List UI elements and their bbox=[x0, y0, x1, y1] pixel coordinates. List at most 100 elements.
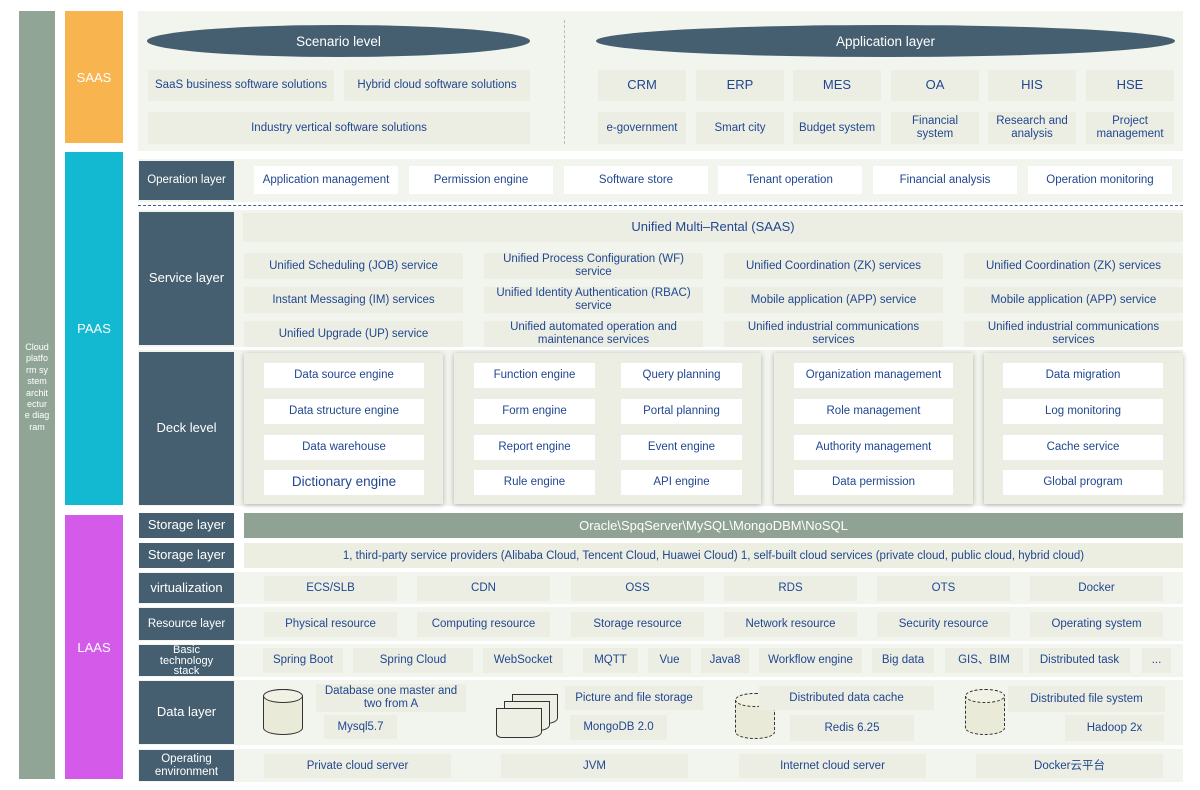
service-item: Unified industrial communications servic… bbox=[964, 321, 1183, 347]
saas-divider bbox=[564, 20, 565, 144]
service-item: Unified Identity Authentication (RBAC) s… bbox=[484, 287, 703, 313]
resource-item-label: Physical resource bbox=[285, 618, 376, 631]
tech-stack-item-label: Java8 bbox=[709, 654, 741, 667]
operating-env-item: Private cloud server bbox=[264, 754, 451, 778]
tech-stack-item: Spring Boot bbox=[263, 648, 343, 673]
deck-item-label: Data warehouse bbox=[302, 441, 386, 454]
operating-env-item: Docker云平台 bbox=[976, 754, 1163, 778]
tech-stack-item-label: ... bbox=[1151, 654, 1162, 667]
virtualization-label: virtualization bbox=[139, 573, 234, 603]
data-layer-item-label: Distributed data cache bbox=[789, 691, 904, 704]
scenario-item-label: SaaS business software solutions bbox=[155, 79, 327, 92]
data-layer-item: Distributed file system bbox=[1008, 686, 1165, 712]
data-layer-item: Hadoop 2x bbox=[1065, 715, 1164, 741]
application-item: e-government bbox=[598, 112, 686, 144]
deck-item: Dictionary engine bbox=[264, 470, 424, 495]
service-item: Unified Process Configuration (WF) servi… bbox=[484, 253, 703, 279]
tier-paas-label: PAAS bbox=[77, 321, 111, 336]
service-item-label: Unified Identity Authentication (RBAC) s… bbox=[496, 287, 691, 312]
operation-item-label: Operation monitoring bbox=[1046, 173, 1154, 186]
tech-stack-item-label: WebSocket bbox=[493, 654, 553, 667]
virtualization-label-text: virtualization bbox=[150, 579, 223, 595]
application-item: OA bbox=[891, 70, 979, 101]
resource-item: Network resource bbox=[724, 612, 857, 637]
service-item-label: Unified automated operation and maintena… bbox=[510, 321, 677, 346]
deck-item-label: Rule engine bbox=[503, 476, 566, 489]
deck-item: Role management bbox=[794, 399, 953, 424]
operating-env-label-text: Operating environment bbox=[154, 752, 219, 778]
side-title-line: archit bbox=[25, 387, 48, 398]
service-item-label: Unified Scheduling (JOB) service bbox=[269, 259, 438, 272]
tier-laas-label: LAAS bbox=[77, 639, 111, 655]
distributed-storage-icon bbox=[964, 688, 1005, 735]
service-item: Mobile application (APP) service bbox=[724, 287, 943, 313]
deck-item-label: Cache service bbox=[1046, 441, 1120, 454]
tech-stack-item: GIS、BIM bbox=[945, 648, 1023, 673]
data-layer-label-text: Data layer bbox=[156, 704, 217, 720]
side-title-line: e diag bbox=[24, 410, 50, 421]
operation-layer-label-text: Operation layer bbox=[147, 174, 226, 187]
service-item: Unified Upgrade (UP) service bbox=[244, 321, 463, 347]
deck-item: Report engine bbox=[474, 435, 595, 460]
deck-item-label: Report engine bbox=[498, 441, 571, 454]
operating-env-item-label: Docker云平台 bbox=[1034, 759, 1105, 772]
resource-item: Physical resource bbox=[264, 612, 397, 637]
deck-item: Log monitoring bbox=[1003, 399, 1163, 424]
deck-item: Query planning bbox=[621, 363, 742, 388]
application-item: Smart city bbox=[696, 112, 784, 144]
resource-item-label: Computing resource bbox=[431, 618, 536, 631]
tech-stack-label-text: Basic technology stack bbox=[159, 645, 214, 676]
deck-item-label: Event engine bbox=[647, 441, 716, 454]
tech-stack-item-label: Big data bbox=[881, 654, 925, 667]
service-item: Unified Coordination (ZK) services bbox=[724, 253, 943, 279]
application-item-label: HSE bbox=[1116, 77, 1144, 93]
side-title-line: rm sy bbox=[26, 364, 48, 375]
application-item: Project management bbox=[1086, 112, 1174, 144]
resource-layer-label: Resource layer bbox=[139, 608, 234, 640]
paas-dashed-divider bbox=[138, 205, 1183, 206]
operation-item: Tenant operation bbox=[718, 166, 862, 194]
resource-item-label: Operating system bbox=[1051, 618, 1142, 631]
side-title-line: stem bbox=[27, 376, 47, 387]
storage-layer-label: Storage layer bbox=[139, 513, 234, 538]
service-item-label: Unified industrial communications servic… bbox=[747, 321, 920, 346]
application-item: HSE bbox=[1086, 70, 1174, 101]
storage-db-bar: Oracle\SpqServer\MySQL\MongoDBM\NoSQL bbox=[244, 513, 1183, 538]
deck-item-label: API engine bbox=[653, 476, 710, 489]
virtualization-item: OTS bbox=[877, 576, 1010, 601]
tier-saas-label: SAAS bbox=[76, 69, 112, 85]
tech-stack-item-label: Spring Cloud bbox=[379, 654, 447, 667]
deck-item: Global program bbox=[1003, 470, 1163, 495]
operation-item: Software store bbox=[564, 166, 708, 194]
virtualization-item-label: RDS bbox=[778, 582, 803, 595]
deck-item: Form engine bbox=[474, 399, 595, 424]
deck-item-label: Log monitoring bbox=[1044, 405, 1122, 418]
tier-saas: SAAS bbox=[65, 11, 123, 143]
file-sheet-icon bbox=[496, 708, 542, 738]
tech-stack-item-label: GIS、BIM bbox=[958, 654, 1010, 667]
data-layer-item-label: Database one master and two from A bbox=[324, 685, 458, 710]
deck-item-label: Function engine bbox=[493, 369, 576, 382]
service-item: Unified Coordination (ZK) services bbox=[964, 253, 1183, 279]
deck-level-label: Deck level bbox=[139, 352, 234, 505]
deck-item-label: Form engine bbox=[502, 405, 567, 418]
deck-item: Data structure engine bbox=[264, 399, 424, 424]
virtualization-item-label: OTS bbox=[931, 582, 956, 595]
data-layer-item: Distributed data cache bbox=[759, 686, 934, 710]
virtualization-item-label: Docker bbox=[1078, 582, 1115, 595]
virtualization-item-label: ECS/SLB bbox=[306, 582, 355, 595]
scenario-item: Industry vertical software solutions bbox=[148, 112, 530, 144]
deck-item: API engine bbox=[621, 470, 742, 495]
data-layer-item-label: Mysql5.7 bbox=[337, 720, 384, 733]
operation-item-label: Application management bbox=[262, 173, 390, 186]
application-item-label: CRM bbox=[627, 77, 657, 93]
resource-item: Computing resource bbox=[417, 612, 550, 637]
deck-item: Data permission bbox=[794, 470, 953, 495]
service-item-label: Mobile application (APP) service bbox=[750, 293, 917, 306]
deck-item: Cache service bbox=[1003, 435, 1163, 460]
deck-item: Data source engine bbox=[264, 363, 424, 388]
virtualization-item: OSS bbox=[571, 576, 704, 601]
virtualization-item: ECS/SLB bbox=[264, 576, 397, 601]
tech-stack-item: MQTT bbox=[583, 648, 638, 673]
operating-env-item-label: Private cloud server bbox=[306, 759, 409, 772]
